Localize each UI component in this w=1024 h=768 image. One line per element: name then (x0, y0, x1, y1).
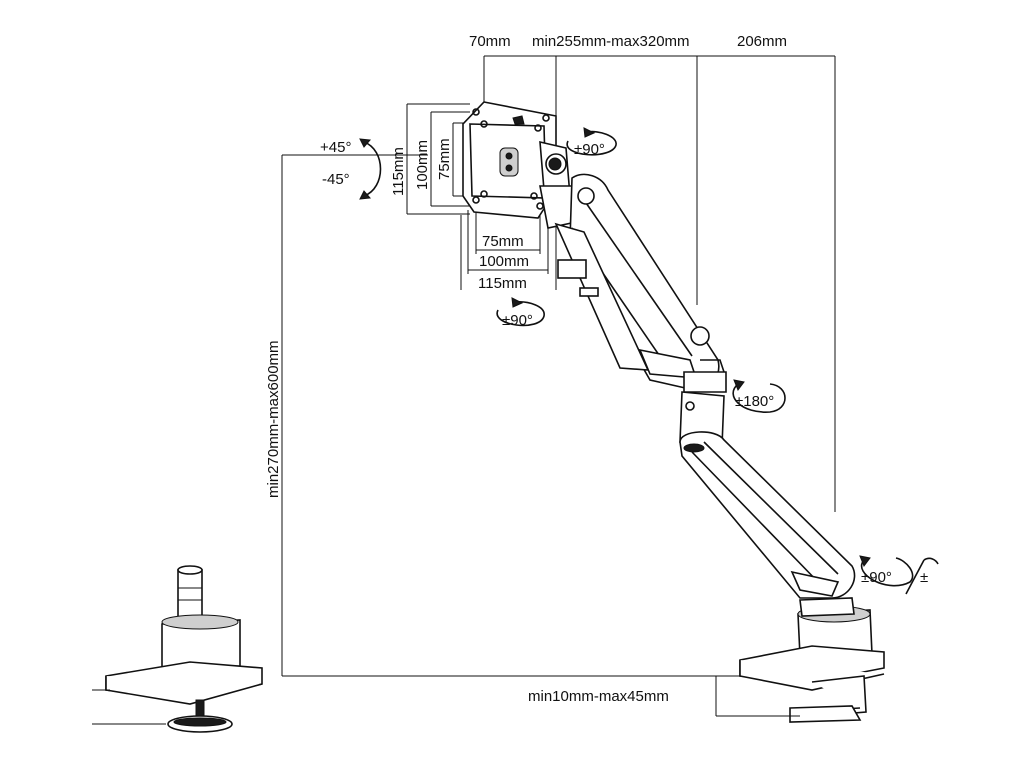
base-swivel-label: ±90° (861, 569, 892, 586)
clamp-dimension-lines (715, 676, 800, 717)
vesa-v-75-label: 75mm (436, 138, 453, 180)
reach-label: min255mm-max320mm (532, 33, 690, 50)
vesa-h-75-label: 75mm (482, 233, 524, 250)
left-base (92, 565, 263, 733)
height-dimension-lines (281, 154, 778, 677)
vesa-plate (462, 101, 557, 219)
base-swivel-arrow-icon (859, 555, 939, 595)
head-swivel-arrow-icon (566, 127, 617, 156)
upper-arm (554, 173, 720, 391)
tilt-up-label: +45° (320, 139, 351, 156)
depth-label: 206mm (737, 33, 787, 50)
vesa-v-115-label: 115mm (390, 147, 407, 196)
top-offset-label: 70mm (469, 33, 511, 50)
lower-arm (679, 431, 856, 599)
plate-rotate-label: ±90° (502, 312, 533, 329)
right-base (739, 597, 885, 723)
elbow-rotate-label: ±180° (735, 393, 774, 410)
head-swivel-label: ±90° (574, 141, 605, 158)
clamp-thickness-label: min10mm-max45mm (528, 688, 669, 705)
vesa-h-115-label: 115mm (478, 275, 527, 292)
tilt-down-label: -45° (322, 171, 350, 188)
plate-rotate-arrow-icon (496, 297, 545, 327)
height-range-label: min270mm-max600mm (265, 340, 282, 498)
vesa-v-100-label: 100mm (414, 140, 431, 190)
base-swivel-cut-label: ± (920, 569, 928, 586)
elbow-rotate-arrow-icon (732, 379, 786, 413)
tilt-arrow-icon (359, 138, 382, 200)
vesa-h-100-label: 100mm (479, 253, 529, 270)
vesa-vertical-dimension-lines (406, 103, 478, 215)
top-dimension-lines (483, 55, 836, 512)
